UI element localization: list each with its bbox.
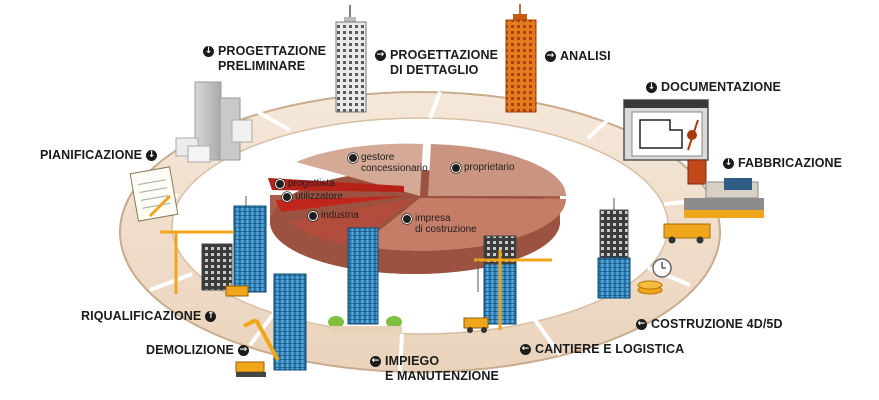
phase-costruzione-4d5d: ← COSTRUZIONE 4D/5D <box>636 317 783 331</box>
arrow-left-icon: ← <box>636 319 647 330</box>
phase-progettazione-preliminare: ↓ PROGETTAZIONE PRELIMINARE <box>203 44 326 74</box>
pie-label-line: di costruzione <box>415 224 477 235</box>
pie-label-line: gestore <box>361 152 395 163</box>
fabrication-factory <box>663 159 764 244</box>
pie-label-proprietario: proprietario <box>451 162 515 173</box>
arrow-down-icon: ↓ <box>146 150 158 161</box>
documentation-cad-window <box>623 99 709 161</box>
pie-label-line: utilizzatore <box>295 191 343 202</box>
phase-label-line: PROGETTAZIONE <box>218 44 327 58</box>
pie-label-progettista: progettista <box>275 178 335 189</box>
phase-label-line: PROGETTAZIONE <box>390 48 499 62</box>
phase-cantiere-logistica: ← CANTIERE E LOGISTICA <box>520 342 685 356</box>
phase-label-line: E MANUTENZIONE <box>385 369 499 383</box>
arrow-down-icon: ↓ <box>203 46 214 57</box>
bullet-icon <box>282 192 292 202</box>
arrow-left-icon: ← <box>370 356 381 367</box>
pie-label-line: impresa <box>415 213 451 224</box>
phase-documentazione: ↓ DOCUMENTAZIONE <box>646 80 781 94</box>
pie-label-line: concessionario <box>361 163 428 174</box>
pie-label-line: proprietario <box>464 162 515 173</box>
pie-label-line: progettista <box>288 178 335 189</box>
phase-analisi: → ANALISI <box>545 49 611 63</box>
pie-label-utilizzatore: utilizzatore <box>282 191 343 202</box>
phase-label-line: PRELIMINARE <box>218 59 306 73</box>
bullet-icon <box>308 211 318 221</box>
demolition-site <box>235 273 307 377</box>
arrow-down-icon: ↓ <box>646 82 657 93</box>
pie-label-impresa: impresa di costruzione <box>402 213 477 235</box>
phase-label-line: DI DETTAGLIO <box>390 63 479 77</box>
phase-pianificazione: PIANIFICAZIONE ↓ <box>40 148 158 162</box>
construction-4d5d-building <box>597 198 672 299</box>
pie-label-line: industria <box>321 210 359 221</box>
planning-clipboard <box>129 166 179 222</box>
arrow-up-icon: ↑ <box>205 311 217 322</box>
site-logistics <box>463 235 552 333</box>
arrow-right-icon: → <box>237 345 249 356</box>
phase-riqualificazione: RIQUALIFICAZIONE ↑ <box>81 309 217 323</box>
arrow-left-icon: ← <box>520 344 531 355</box>
preliminary-design-buildings <box>175 81 253 163</box>
pie-label-industria: industria <box>308 210 359 221</box>
phase-label-line: IMPIEGO <box>385 354 440 368</box>
phase-progettazione-dettaglio: → PROGETTAZIONE DI DETTAGLIO <box>375 48 498 78</box>
bullet-icon <box>275 179 285 189</box>
phase-demolizione: DEMOLIZIONE → <box>146 343 249 357</box>
detailed-design-tower <box>335 5 367 113</box>
phase-impiego-manutenzione: ← IMPIEGO E MANUTENZIONE <box>370 354 499 384</box>
phase-fabbricazione: ↓ FABBRICAZIONE <box>723 156 843 170</box>
arrow-right-icon: → <box>545 51 556 62</box>
arrow-right-icon: → <box>375 50 386 61</box>
bullet-icon <box>402 214 412 224</box>
requalification-site <box>160 196 267 297</box>
operation-maintenance-building <box>328 227 402 334</box>
bullet-icon <box>348 153 358 163</box>
analysis-tower <box>505 4 537 113</box>
arrow-down-icon: ↓ <box>723 158 734 169</box>
pie-label-gestore: gestore concessionario <box>348 152 428 174</box>
bullet-icon <box>451 163 461 173</box>
